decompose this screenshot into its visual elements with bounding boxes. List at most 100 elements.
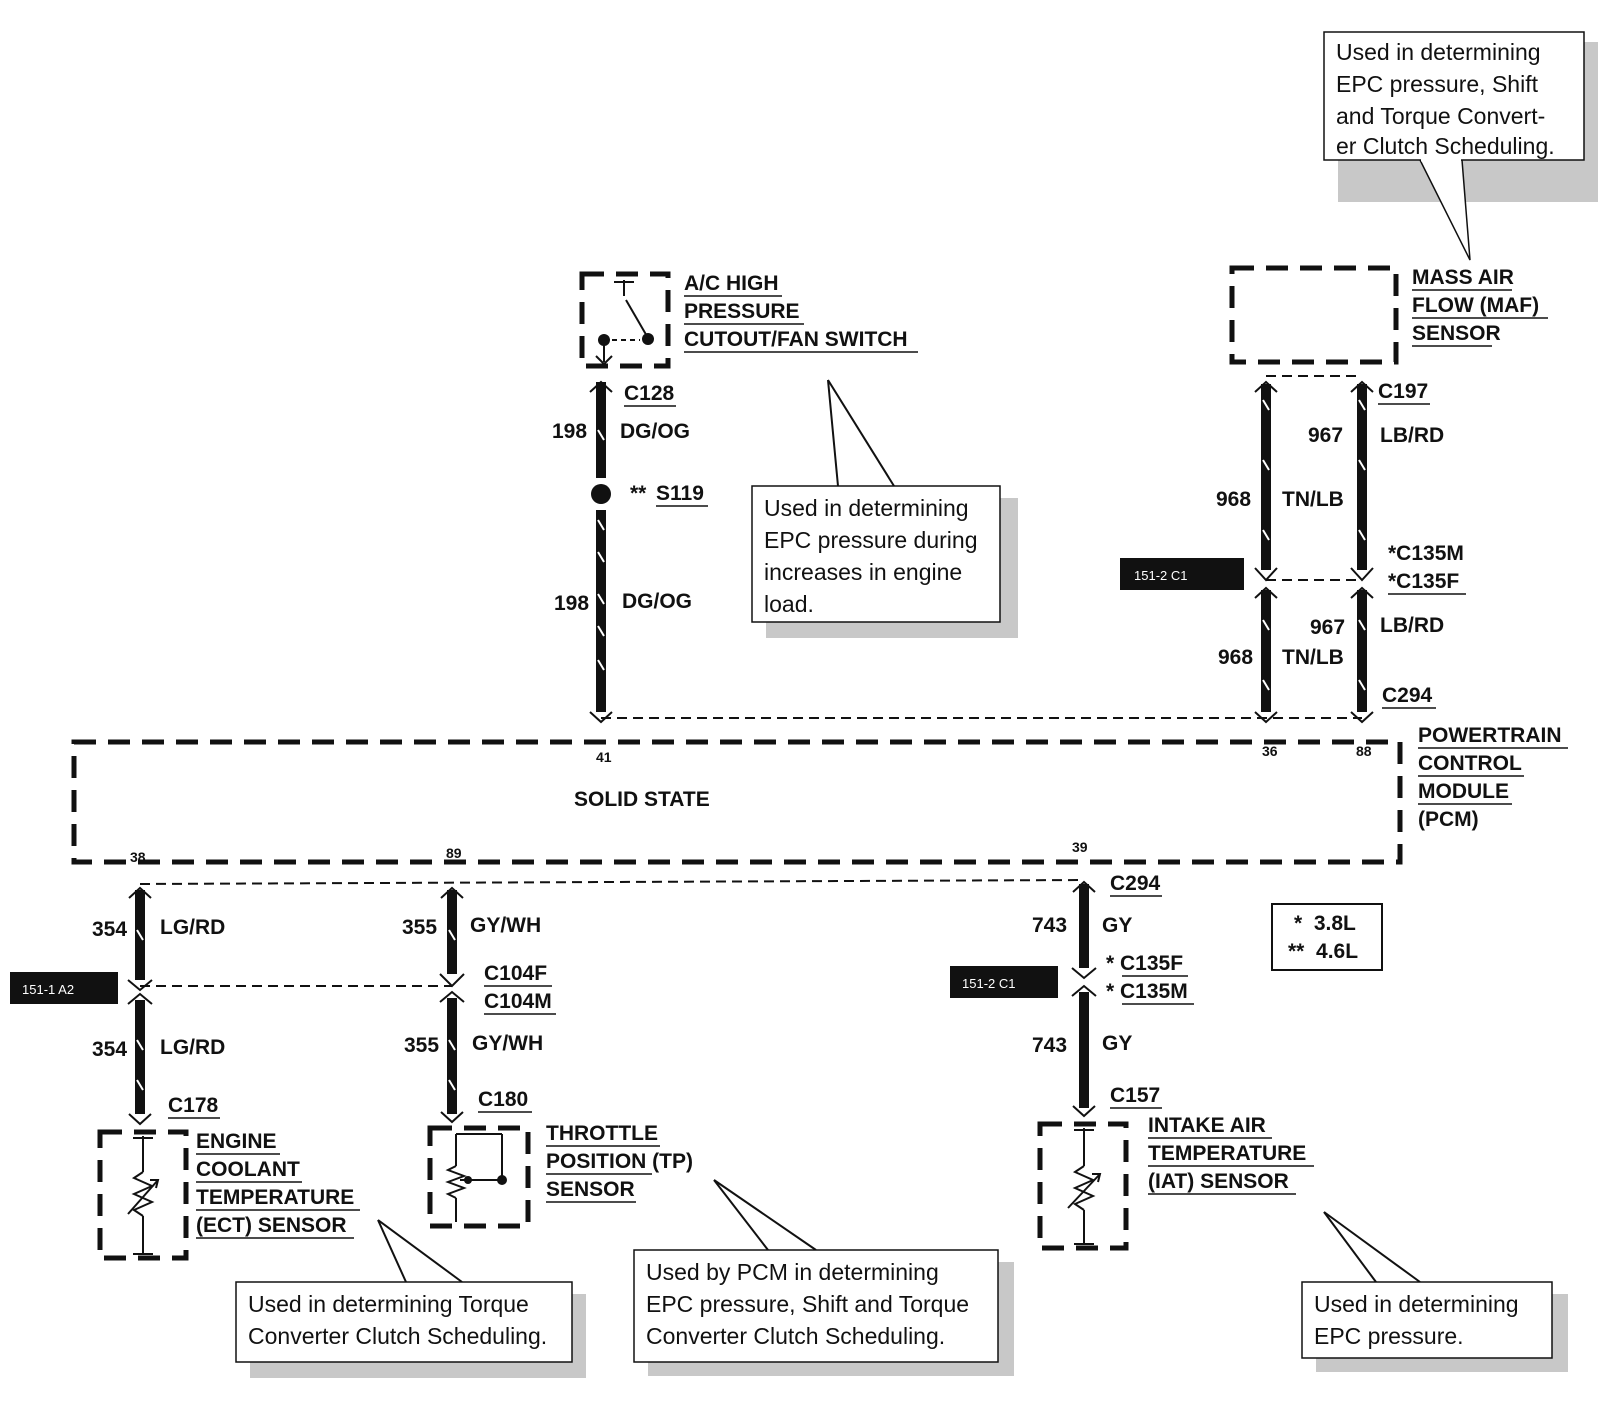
pin-39: 39 <box>1072 839 1088 855</box>
w354-lower-color: LG/RD <box>160 1036 225 1059</box>
c135m-top-label: *C135M <box>1388 542 1464 565</box>
maf-sensor-box <box>1229 265 1399 365</box>
iat-note-callout: Used in determining EPC pressure. <box>1301 1211 1568 1372</box>
ac-note-line-4: load. <box>764 591 814 617</box>
tp-sensor <box>427 1125 531 1229</box>
ect-note-line-2: Converter Clutch Scheduling. <box>248 1323 547 1349</box>
maf-note-line-1: Used in determining <box>1336 39 1541 65</box>
ect-sensor <box>97 1129 189 1261</box>
ac-switch-box <box>579 271 671 369</box>
w743-upper-color: GY <box>1102 914 1132 937</box>
c180-label: C180 <box>478 1088 528 1111</box>
pcm-label-3: MODULE <box>1418 780 1509 803</box>
w198-upper-color: DG/OG <box>620 420 690 443</box>
tp-note-callout: Used by PCM in determining EPC pressure,… <box>633 1179 1014 1376</box>
pin-41: 41 <box>596 749 612 765</box>
tp-note-line-1: Used by PCM in determining <box>646 1259 939 1285</box>
ect-sensor-box <box>97 1129 189 1261</box>
ac-note-callout: Used in determining EPC pressure during … <box>751 379 1018 638</box>
ac-switch <box>579 271 671 369</box>
iat-note-line-1: Used in determining <box>1314 1291 1519 1317</box>
ect-note-line-1: Used in determining Torque <box>248 1291 529 1317</box>
ect-label: ENGINE COOLANT TEMPERATURE (ECT) SENSOR <box>196 1130 360 1239</box>
w743-upper-num: 743 <box>1032 914 1067 937</box>
s119-splice-dot <box>591 484 611 504</box>
tp-note-line-3: Converter Clutch Scheduling. <box>646 1323 945 1349</box>
legend-line-1: * 3.8L <box>1294 912 1356 935</box>
w354-upper-color: LG/RD <box>160 916 225 939</box>
maf-note-line-2: EPC pressure, Shift <box>1336 71 1539 97</box>
ect-note-callout: Used in determining Torque Converter Clu… <box>235 1219 586 1378</box>
pin-38: 38 <box>130 849 146 865</box>
w354-upper-num: 354 <box>92 918 127 941</box>
w355-lower-num: 355 <box>404 1034 439 1057</box>
pcm-label-2: CONTROL <box>1418 752 1522 775</box>
page-ref-maf-text: 151-2 C1 <box>1134 568 1187 583</box>
ect-label-2: COOLANT <box>196 1158 300 1181</box>
w743-lower-color: GY <box>1102 1032 1132 1055</box>
pcm-label-4: (PCM) <box>1418 808 1479 831</box>
ac-note-line-2: EPC pressure during <box>764 527 978 553</box>
c104f-label: C104F <box>484 962 547 985</box>
tp-label: THROTTLE POSITION (TP) SENSOR <box>546 1122 693 1203</box>
w198-lower-num: 198 <box>554 592 589 615</box>
iat-label-2: TEMPERATURE <box>1148 1142 1306 1165</box>
ac-note-line-3: increases in engine <box>764 559 962 585</box>
w967-upper-num: 967 <box>1308 424 1343 447</box>
tp-label-2: POSITION (TP) <box>546 1150 693 1173</box>
pcm-label: POWERTRAIN CONTROL MODULE (PCM) <box>1418 724 1568 831</box>
c104m-label: C104M <box>484 990 552 1013</box>
w967-lower-color: LB/RD <box>1380 614 1444 637</box>
w968-upper-num: 968 <box>1216 488 1251 511</box>
ect-label-4: (ECT) SENSOR <box>196 1214 347 1237</box>
page-ref-ect-text: 151-1 A2 <box>22 982 74 997</box>
w355-upper-num: 355 <box>402 916 437 939</box>
c135m-bottom-label: * C135M <box>1106 980 1188 1003</box>
iat-label: INTAKE AIR TEMPERATURE (IAT) SENSOR <box>1148 1114 1314 1195</box>
pin-89: 89 <box>446 845 462 861</box>
c157-label: C157 <box>1110 1084 1160 1107</box>
ac-switch-label-2: PRESSURE <box>684 300 800 323</box>
iat-sensor-box <box>1037 1121 1129 1251</box>
w967-lower-num: 967 <box>1310 616 1345 639</box>
w355-upper-color: GY/WH <box>470 914 541 937</box>
tp-label-1: THROTTLE <box>546 1122 658 1145</box>
tp-note-line-2: EPC pressure, Shift and Torque <box>646 1291 969 1317</box>
maf-note-line-3: and Torque Convert- <box>1336 103 1545 129</box>
iat-sensor <box>1037 1121 1129 1251</box>
engine-legend: * 3.8L ** 4.6L <box>1271 903 1383 971</box>
tp-label-3: SENSOR <box>546 1178 635 1201</box>
page-ref-iat-text: 151-2 C1 <box>962 976 1015 991</box>
c135f-top-label: *C135F <box>1388 570 1459 593</box>
w968-lower-num: 968 <box>1218 646 1253 669</box>
w198-upper-num: 198 <box>552 420 587 443</box>
page-ref-maf: 151-2 C1 <box>1120 558 1244 590</box>
iat-wires <box>1071 880 1097 1118</box>
iat-note-line-2: EPC pressure. <box>1314 1323 1464 1349</box>
legend-line-2: ** 4.6L <box>1288 940 1358 963</box>
w198-lower-color: DG/OG <box>622 590 692 613</box>
c294-bottom-label: C294 <box>1110 872 1161 895</box>
w354-lower-num: 354 <box>92 1038 127 1061</box>
tp-wires <box>439 886 465 1124</box>
ect-label-1: ENGINE <box>196 1130 277 1153</box>
ac-switch-label-1: A/C HIGH <box>684 272 779 295</box>
c135f-bottom-label: * C135F <box>1106 952 1183 975</box>
w967-upper-color: LB/RD <box>1380 424 1444 447</box>
s119-label: S119 <box>656 482 704 505</box>
pcm-solid-state: SOLID STATE <box>574 788 710 811</box>
s119-prefix: ** <box>630 482 647 505</box>
maf-note-callout: Used in determining EPC pressure, Shift … <box>1323 31 1598 261</box>
ac-switch-label: A/C HIGH PRESSURE CUTOUT/FAN SWITCH <box>684 272 918 353</box>
page-ref-ect: 151-1 A2 <box>10 972 118 1004</box>
c128-label: C128 <box>624 382 675 405</box>
w355-lower-color: GY/WH <box>472 1032 543 1055</box>
ect-wires <box>127 886 153 1126</box>
ac-note-line-1: Used in determining <box>764 495 969 521</box>
ect-label-3: TEMPERATURE <box>196 1186 354 1209</box>
c294-top-label: C294 <box>1382 684 1433 707</box>
wire-198 <box>589 380 613 724</box>
pin-36: 36 <box>1262 743 1278 759</box>
maf-label-1: MASS AIR <box>1412 266 1514 289</box>
